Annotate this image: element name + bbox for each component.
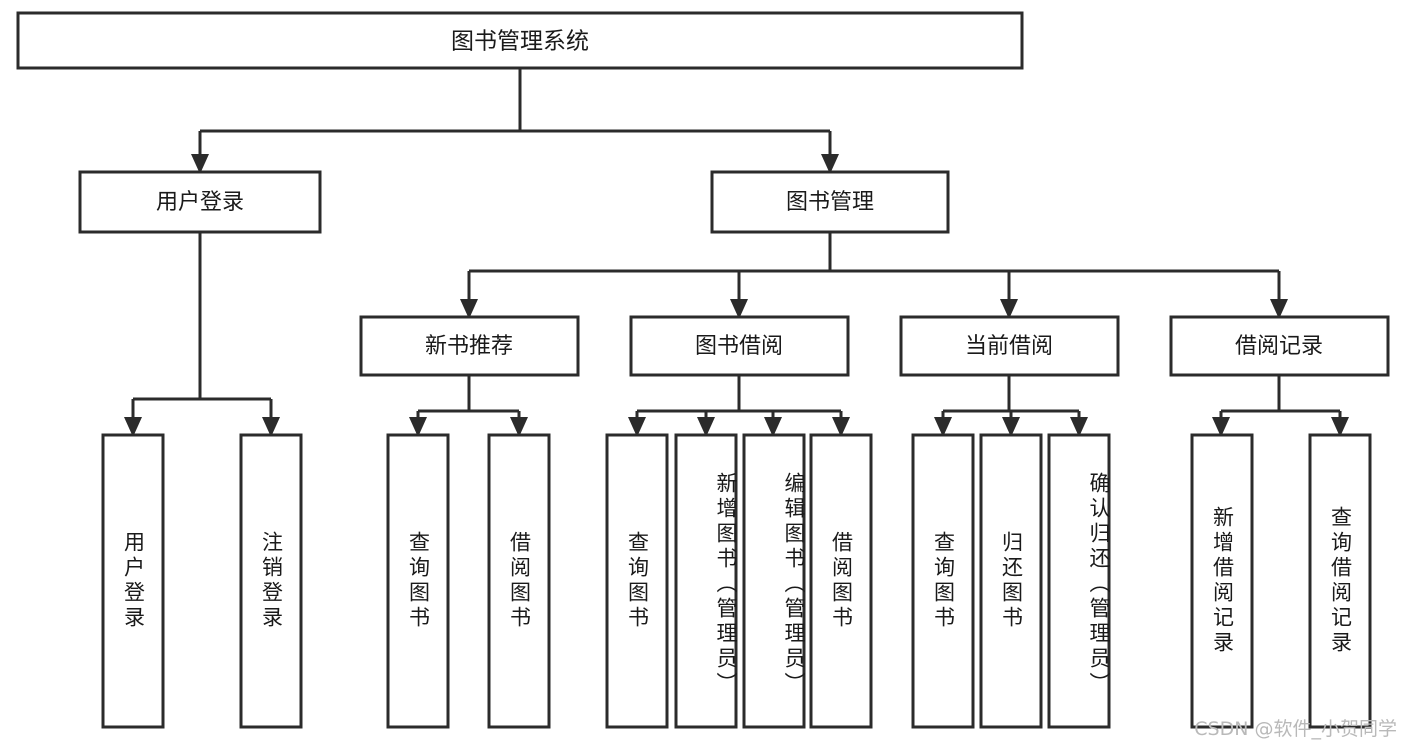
leaf-boxes bbox=[101, 433, 1372, 729]
leaf-box-record-add bbox=[1190, 433, 1254, 729]
leaf-label-record-query[interactable]: 查询借阅记录 bbox=[1328, 506, 1353, 656]
connector-bookmgmt-to-level3 bbox=[460, 232, 1288, 319]
leaf-label-user-login-login[interactable]: 用户登录 bbox=[121, 531, 146, 631]
leaf-box-current-return bbox=[979, 433, 1043, 729]
node-borrow-record-label: 借阅记录 bbox=[1235, 334, 1323, 359]
leaf-label-borrow-add[interactable]: 新增图书（管理员） bbox=[714, 471, 738, 697]
node-current-borrow-label: 当前借阅 bbox=[965, 334, 1053, 359]
node-book-management[interactable]: 图书管理 bbox=[710, 170, 950, 234]
node-book-borrow-label: 图书借阅 bbox=[695, 334, 783, 359]
connector-currentborrow-to-leaves bbox=[934, 375, 1088, 437]
leaf-box-user-login-login bbox=[101, 433, 165, 729]
node-book-management-label: 图书管理 bbox=[786, 190, 874, 215]
watermark: CSDN @软件_小贺同学 bbox=[1194, 718, 1397, 740]
leaf-label-user-login-logout[interactable]: 注销登录 bbox=[259, 531, 284, 631]
leaf-box-user-login-logout bbox=[239, 433, 303, 729]
node-user-login[interactable]: 用户登录 bbox=[78, 170, 322, 234]
leaf-label-newbook-borrow[interactable]: 借阅图书 bbox=[507, 531, 532, 631]
connector-userlogin-to-leaves bbox=[124, 232, 280, 437]
connector-borrowrecord-to-leaves bbox=[1212, 375, 1349, 437]
leaf-label-borrow-query[interactable]: 查询图书 bbox=[625, 531, 650, 631]
node-book-borrow[interactable]: 图书借阅 bbox=[629, 315, 850, 377]
leaf-label-newbook-query[interactable]: 查询图书 bbox=[406, 531, 431, 631]
node-borrow-record[interactable]: 借阅记录 bbox=[1169, 315, 1390, 377]
leaf-box-borrow-edit bbox=[742, 433, 806, 729]
node-root-label: 图书管理系统 bbox=[451, 29, 589, 55]
node-current-borrow[interactable]: 当前借阅 bbox=[899, 315, 1120, 377]
leaf-label-current-query[interactable]: 查询图书 bbox=[931, 531, 956, 631]
leaf-box-record-query bbox=[1308, 433, 1372, 729]
leaf-box-current-query bbox=[911, 433, 975, 729]
leaf-label-current-return[interactable]: 归还图书 bbox=[999, 531, 1024, 631]
node-new-book-recommend-label: 新书推荐 bbox=[425, 334, 513, 359]
leaf-box-newbook-query bbox=[386, 433, 450, 729]
leaf-box-borrow-add bbox=[674, 433, 738, 729]
node-user-login-label: 用户登录 bbox=[156, 190, 244, 215]
connector-root-to-level2 bbox=[191, 68, 839, 174]
leaf-label-borrow-lend[interactable]: 借阅图书 bbox=[829, 531, 854, 631]
leaf-label-current-confirm[interactable]: 确认归还（管理员） bbox=[1087, 471, 1111, 697]
leaf-label-record-add[interactable]: 新增借阅记录 bbox=[1210, 506, 1235, 656]
connector-newbook-to-leaves bbox=[409, 375, 528, 437]
leaf-label-borrow-edit[interactable]: 编辑图书（管理员） bbox=[782, 471, 806, 697]
connector-bookborrow-to-leaves bbox=[628, 375, 850, 437]
leaf-box-borrow-query bbox=[605, 433, 669, 729]
leaf-box-borrow-lend bbox=[809, 433, 873, 729]
leaf-box-newbook-borrow bbox=[487, 433, 551, 729]
node-new-book-recommend[interactable]: 新书推荐 bbox=[359, 315, 580, 377]
leaf-box-current-confirm bbox=[1047, 433, 1111, 729]
node-root[interactable]: 图书管理系统 bbox=[16, 11, 1024, 70]
